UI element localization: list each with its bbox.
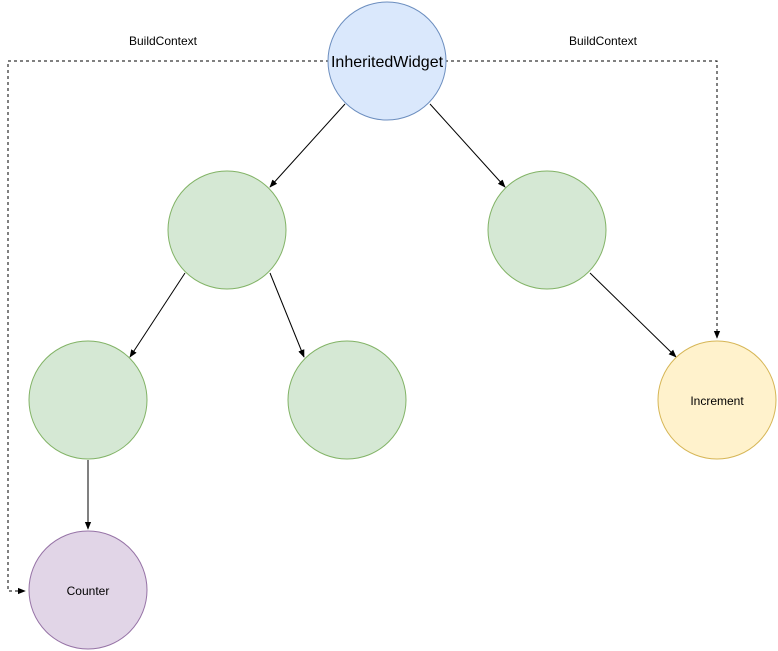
mid-right-node [487,170,607,290]
build-context-left-label: BuildContext [129,34,198,48]
edge-root-to-mid-left [269,103,346,188]
increment-label: Increment [690,394,744,408]
increment-node [657,340,777,460]
counter-node [28,530,148,650]
build-context-right-label: BuildContext [569,34,638,48]
edge-mid-left-to-leaf-left [129,272,186,358]
edge-mid-left-to-leaf-center [269,272,305,358]
mid-left-node [167,170,287,290]
build-context-right-edge [445,60,721,339]
leaf-left-node [28,340,148,460]
inherited-widget-node [327,1,447,121]
counter-label: Counter [67,584,110,598]
inherited-widget-label: InheritedWidget [331,54,444,71]
edge-root-to-mid-right [429,103,506,188]
edge-mid-right-to-increment [589,272,677,358]
build-context-left-edge [7,60,329,595]
leaf-center-node [287,340,407,460]
